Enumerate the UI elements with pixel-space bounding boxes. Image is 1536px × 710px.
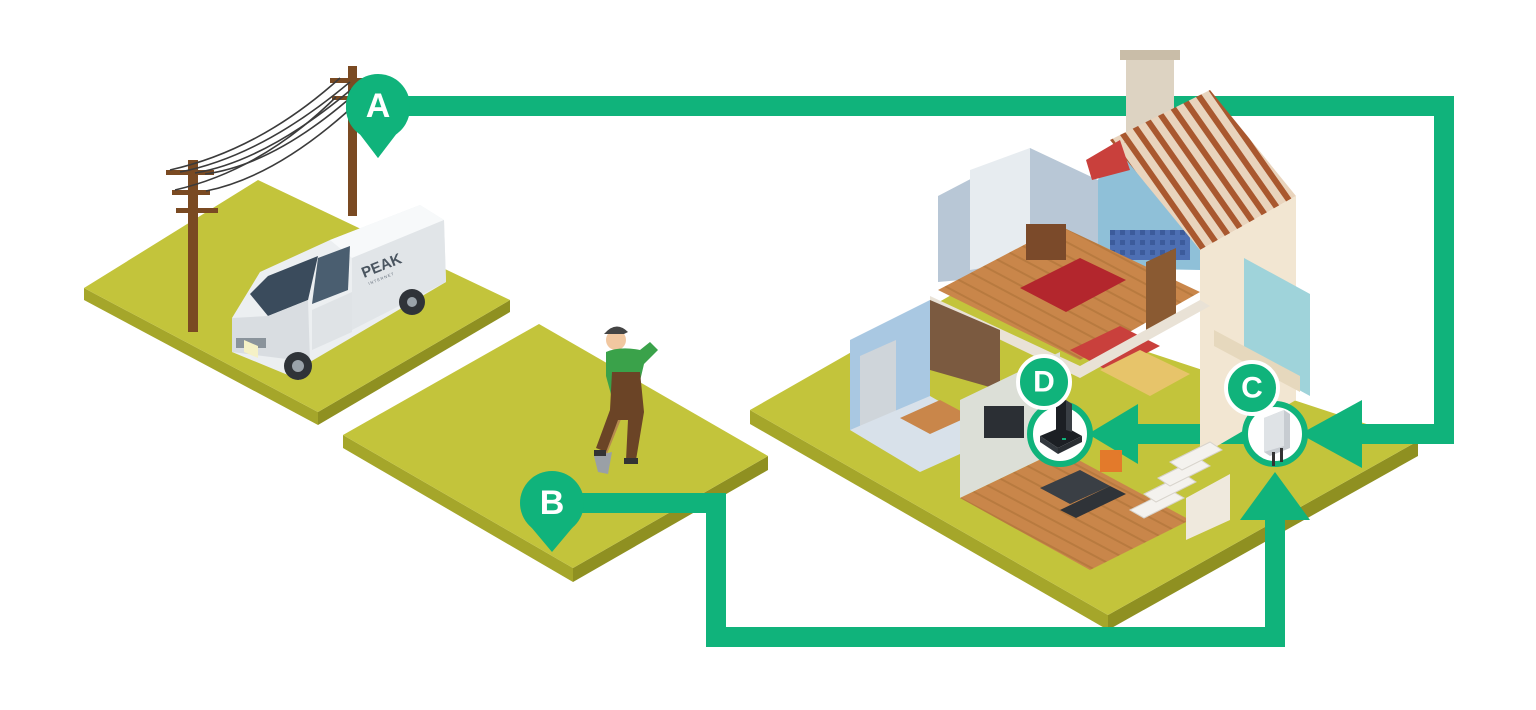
path-b-to-c	[548, 493, 1285, 647]
marker-d-device	[1027, 400, 1093, 467]
arrow-heads	[1088, 400, 1362, 520]
router-icon	[1040, 400, 1082, 454]
marker-c: C	[1224, 360, 1280, 416]
utility-pole-icon	[166, 66, 370, 332]
marker-d: D	[1016, 354, 1072, 410]
arrow-into-c-from-right	[1300, 400, 1362, 468]
marker-c-label: C	[1241, 372, 1263, 405]
arrow-into-c-from-below	[1240, 472, 1310, 520]
path-a-to-c	[378, 96, 1454, 444]
arrow-into-d	[1088, 404, 1138, 464]
marker-a-label: A	[366, 87, 391, 125]
house-cutaway-icon	[850, 50, 1310, 570]
marker-c-device	[1242, 401, 1308, 467]
marker-a: A	[345, 74, 410, 158]
marker-b: B	[520, 471, 584, 552]
marker-d-label: D	[1033, 366, 1055, 399]
service-van-icon: PEAK INTERNET	[232, 205, 446, 380]
network-box-icon	[1264, 410, 1290, 466]
worker-digging-icon	[594, 326, 658, 474]
marker-b-label: B	[540, 484, 565, 522]
